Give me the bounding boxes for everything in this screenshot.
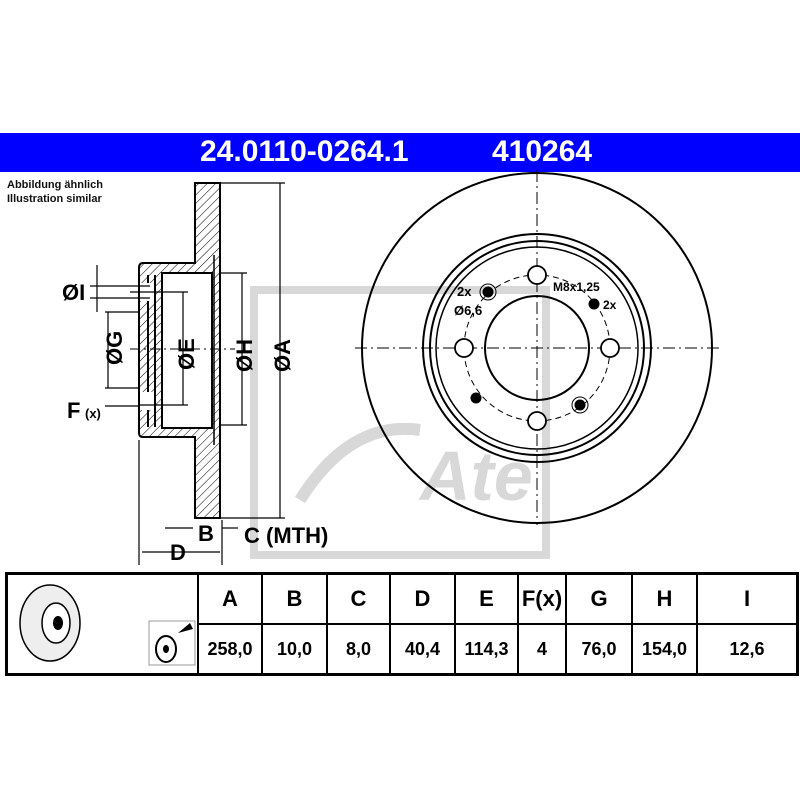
value-i: 12,6	[696, 623, 799, 676]
illustration-note: Abbildung ähnlich Illustration similar	[7, 178, 103, 206]
svg-text:Ate: Ate	[418, 437, 533, 515]
label-d: D	[170, 540, 186, 565]
technical-drawing: Ate ØI ØG ØE ØH ØA F (x) B C (MTH) D	[62, 170, 720, 565]
note-en: Illustration similar	[7, 193, 102, 205]
front-view	[355, 170, 720, 525]
label-dia-e: ØE	[174, 338, 199, 370]
value-a: 258,0	[197, 623, 263, 676]
header-a: A	[197, 572, 263, 625]
header-bar: 24.0110-0264.1 410264	[0, 133, 800, 172]
part-number: 24.0110-0264.1	[200, 135, 409, 168]
label-thread: M8x1,25	[553, 280, 600, 294]
header-e: E	[454, 572, 519, 625]
label-b: B	[198, 521, 214, 546]
ate-watermark-logo: Ate	[250, 286, 550, 559]
label-thread-count: 2x	[603, 298, 617, 312]
disc-thumbnail-cell	[5, 572, 199, 676]
value-c: 8,0	[326, 623, 391, 676]
header-b: B	[261, 572, 328, 625]
value-h: 154,0	[631, 623, 698, 676]
value-f: 4	[517, 623, 567, 676]
value-g: 76,0	[565, 623, 633, 676]
header-h: H	[631, 572, 698, 625]
label-dia-h: ØH	[232, 339, 257, 372]
label-dia-g: ØG	[102, 331, 127, 365]
label-hole-dia: Ø6,6	[454, 303, 482, 318]
short-number: 410264	[492, 135, 593, 168]
label-dia-a: ØA	[270, 339, 295, 372]
note-de: Abbildung ähnlich	[7, 179, 103, 191]
header-i: I	[696, 572, 799, 625]
header-c: C	[326, 572, 391, 625]
label-f-sub: (x)	[85, 406, 101, 421]
header-f: F(x)	[517, 572, 567, 625]
dimension-lines	[90, 182, 285, 565]
label-f: F	[67, 398, 80, 423]
label-c: C (MTH)	[244, 523, 328, 548]
side-profile	[130, 182, 235, 519]
label-dia-i: ØI	[62, 280, 85, 305]
label-hole-count: 2x	[457, 284, 472, 299]
header-g: G	[565, 572, 633, 625]
value-b: 10,0	[261, 623, 328, 676]
value-e: 114,3	[454, 623, 519, 676]
disc-icon	[19, 584, 196, 666]
dimension-table: A B C D E F(x) G H I 258,0 10,0 8,0 40,4…	[5, 572, 799, 676]
header-d: D	[389, 572, 456, 625]
value-d: 40,4	[389, 623, 456, 676]
